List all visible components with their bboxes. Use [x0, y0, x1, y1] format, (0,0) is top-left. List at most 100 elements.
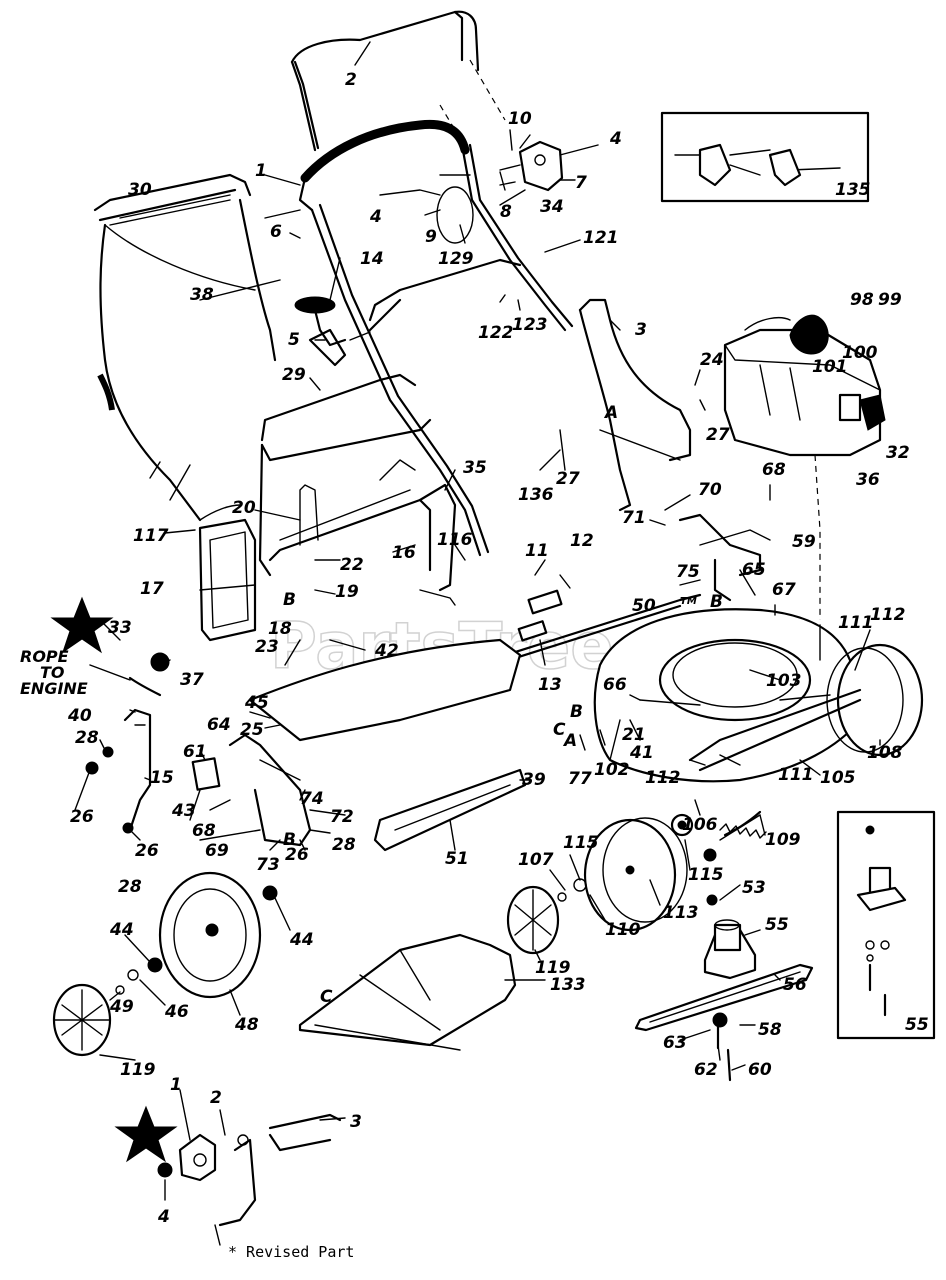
callout-label: 3 — [350, 1112, 362, 1132]
callout-label: 27 — [706, 425, 730, 445]
deflector-bracket — [418, 483, 457, 606]
callout-label: 68 — [762, 460, 786, 480]
wheel-right — [826, 643, 924, 757]
callout-label: 102 — [594, 760, 630, 780]
callout-numbers: 1 2 30 10 4 7 8 34 9 129 4 6 14 38 121 5… — [67, 70, 929, 1227]
callout-label: 65 — [742, 560, 766, 580]
callout-label: 29 — [282, 365, 306, 385]
control-box — [439, 59, 564, 192]
callout-label: 60 — [748, 1060, 772, 1080]
callout-label: 98 — [850, 290, 874, 310]
callout-label: 21 — [622, 725, 646, 745]
callout-label: 62 — [694, 1060, 718, 1080]
callout-label: 51 — [445, 849, 469, 869]
reference-letter: B — [710, 592, 723, 612]
callout-label: 101 — [812, 357, 848, 377]
reference-letter: C — [320, 987, 333, 1007]
callout-label: 110 — [605, 920, 641, 940]
reference-letter: A — [562, 731, 577, 751]
callout-label: 16 — [392, 543, 416, 563]
callout-label: 103 — [766, 671, 802, 691]
callout-label: 53 — [742, 878, 766, 898]
callout-label: 61 — [183, 742, 207, 762]
callout-label: 35 — [463, 458, 487, 478]
callout-label: 41 — [629, 743, 654, 763]
callout-label: 77 — [568, 769, 592, 789]
callout-label: 67 — [772, 580, 796, 600]
callout-label: 6 — [270, 222, 282, 242]
callout-label: 24 — [700, 350, 724, 370]
callout-label: 64 — [207, 715, 231, 735]
callout-label: 42 — [374, 641, 399, 661]
callout-label: 9 — [425, 227, 437, 247]
callout-label: 39 — [522, 770, 546, 790]
callout-label: 112 — [870, 605, 906, 625]
callout-label: 26 — [135, 841, 159, 861]
reference-letter: B — [283, 830, 296, 850]
callout-label: 10 — [508, 109, 532, 129]
callout-label: 27 — [556, 469, 580, 489]
rope-label-line3: ENGINE — [20, 679, 88, 698]
callout-label: 17 — [140, 579, 164, 599]
fasteners-left — [85, 652, 278, 995]
callout-label: 13 — [538, 675, 562, 695]
trademark-mark: TM — [680, 596, 697, 607]
callout-label: 56 — [783, 975, 807, 995]
rear-baffle — [248, 638, 527, 852]
callout-label: 38 — [190, 285, 214, 305]
callout-label: 63 — [663, 1033, 687, 1053]
reference-letter: B — [283, 590, 296, 610]
lower-handle — [310, 143, 574, 557]
callout-label: 119 — [120, 1060, 156, 1080]
callout-label: 28 — [118, 877, 142, 897]
callout-label: 71 — [622, 508, 646, 528]
callout-label: 115 — [688, 865, 724, 885]
revised-part-footnote: * Revised Part — [228, 1243, 354, 1261]
rear-lever-left — [123, 708, 152, 832]
callout-label: 5 — [288, 330, 300, 350]
callout-label: 122 — [478, 323, 514, 343]
rear-wheel-left — [158, 871, 262, 999]
front-wheel — [583, 813, 694, 932]
callout-label: 4 — [609, 129, 622, 149]
upper-handle — [290, 10, 480, 152]
callout-label: 12 — [570, 531, 594, 551]
spring — [703, 823, 767, 906]
handle-grip — [298, 119, 470, 212]
callout-label: 111 — [838, 613, 874, 633]
rope-to-engine-label: ROPE TO ENGINE — [20, 647, 162, 698]
reference-letters: A A B C B C B B — [283, 403, 723, 1007]
callout-label: 2 — [345, 70, 357, 90]
callout-label: 20 — [232, 498, 256, 518]
callout-label: 14 — [360, 249, 384, 269]
callout-label: 113 — [663, 903, 699, 923]
callout-label: 44 — [109, 920, 134, 940]
callout-label: 37 — [180, 670, 204, 690]
mower-deck — [593, 608, 862, 783]
reference-letter: B — [570, 702, 583, 722]
callout-label: 23 — [255, 637, 279, 657]
callout-label: 70 — [698, 480, 722, 500]
callout-label: 75 — [676, 562, 700, 582]
callout-label: 8 — [500, 202, 512, 222]
callout-label: 1 — [170, 1075, 182, 1095]
hubcap-left — [52, 983, 112, 1057]
blade-adapter — [703, 919, 757, 980]
callout-label: 108 — [867, 743, 903, 763]
leader-lines — [74, 41, 881, 1201]
callout-label: 72 — [330, 807, 354, 827]
callout-label: 48 — [234, 1015, 259, 1035]
reference-letter: C — [553, 720, 566, 740]
callout-label: 69 — [205, 841, 229, 861]
callout-label: 123 — [512, 315, 548, 335]
rope-label-line2: TO — [40, 663, 65, 682]
callout-label: 4 — [369, 207, 382, 227]
callout-label: 18 — [268, 619, 292, 639]
callout-label: 45 — [244, 693, 269, 713]
callout-label: 34 — [540, 197, 564, 217]
callout-label: 115 — [563, 833, 599, 853]
callout-label: 119 — [535, 958, 571, 978]
callout-label: 66 — [603, 675, 627, 695]
